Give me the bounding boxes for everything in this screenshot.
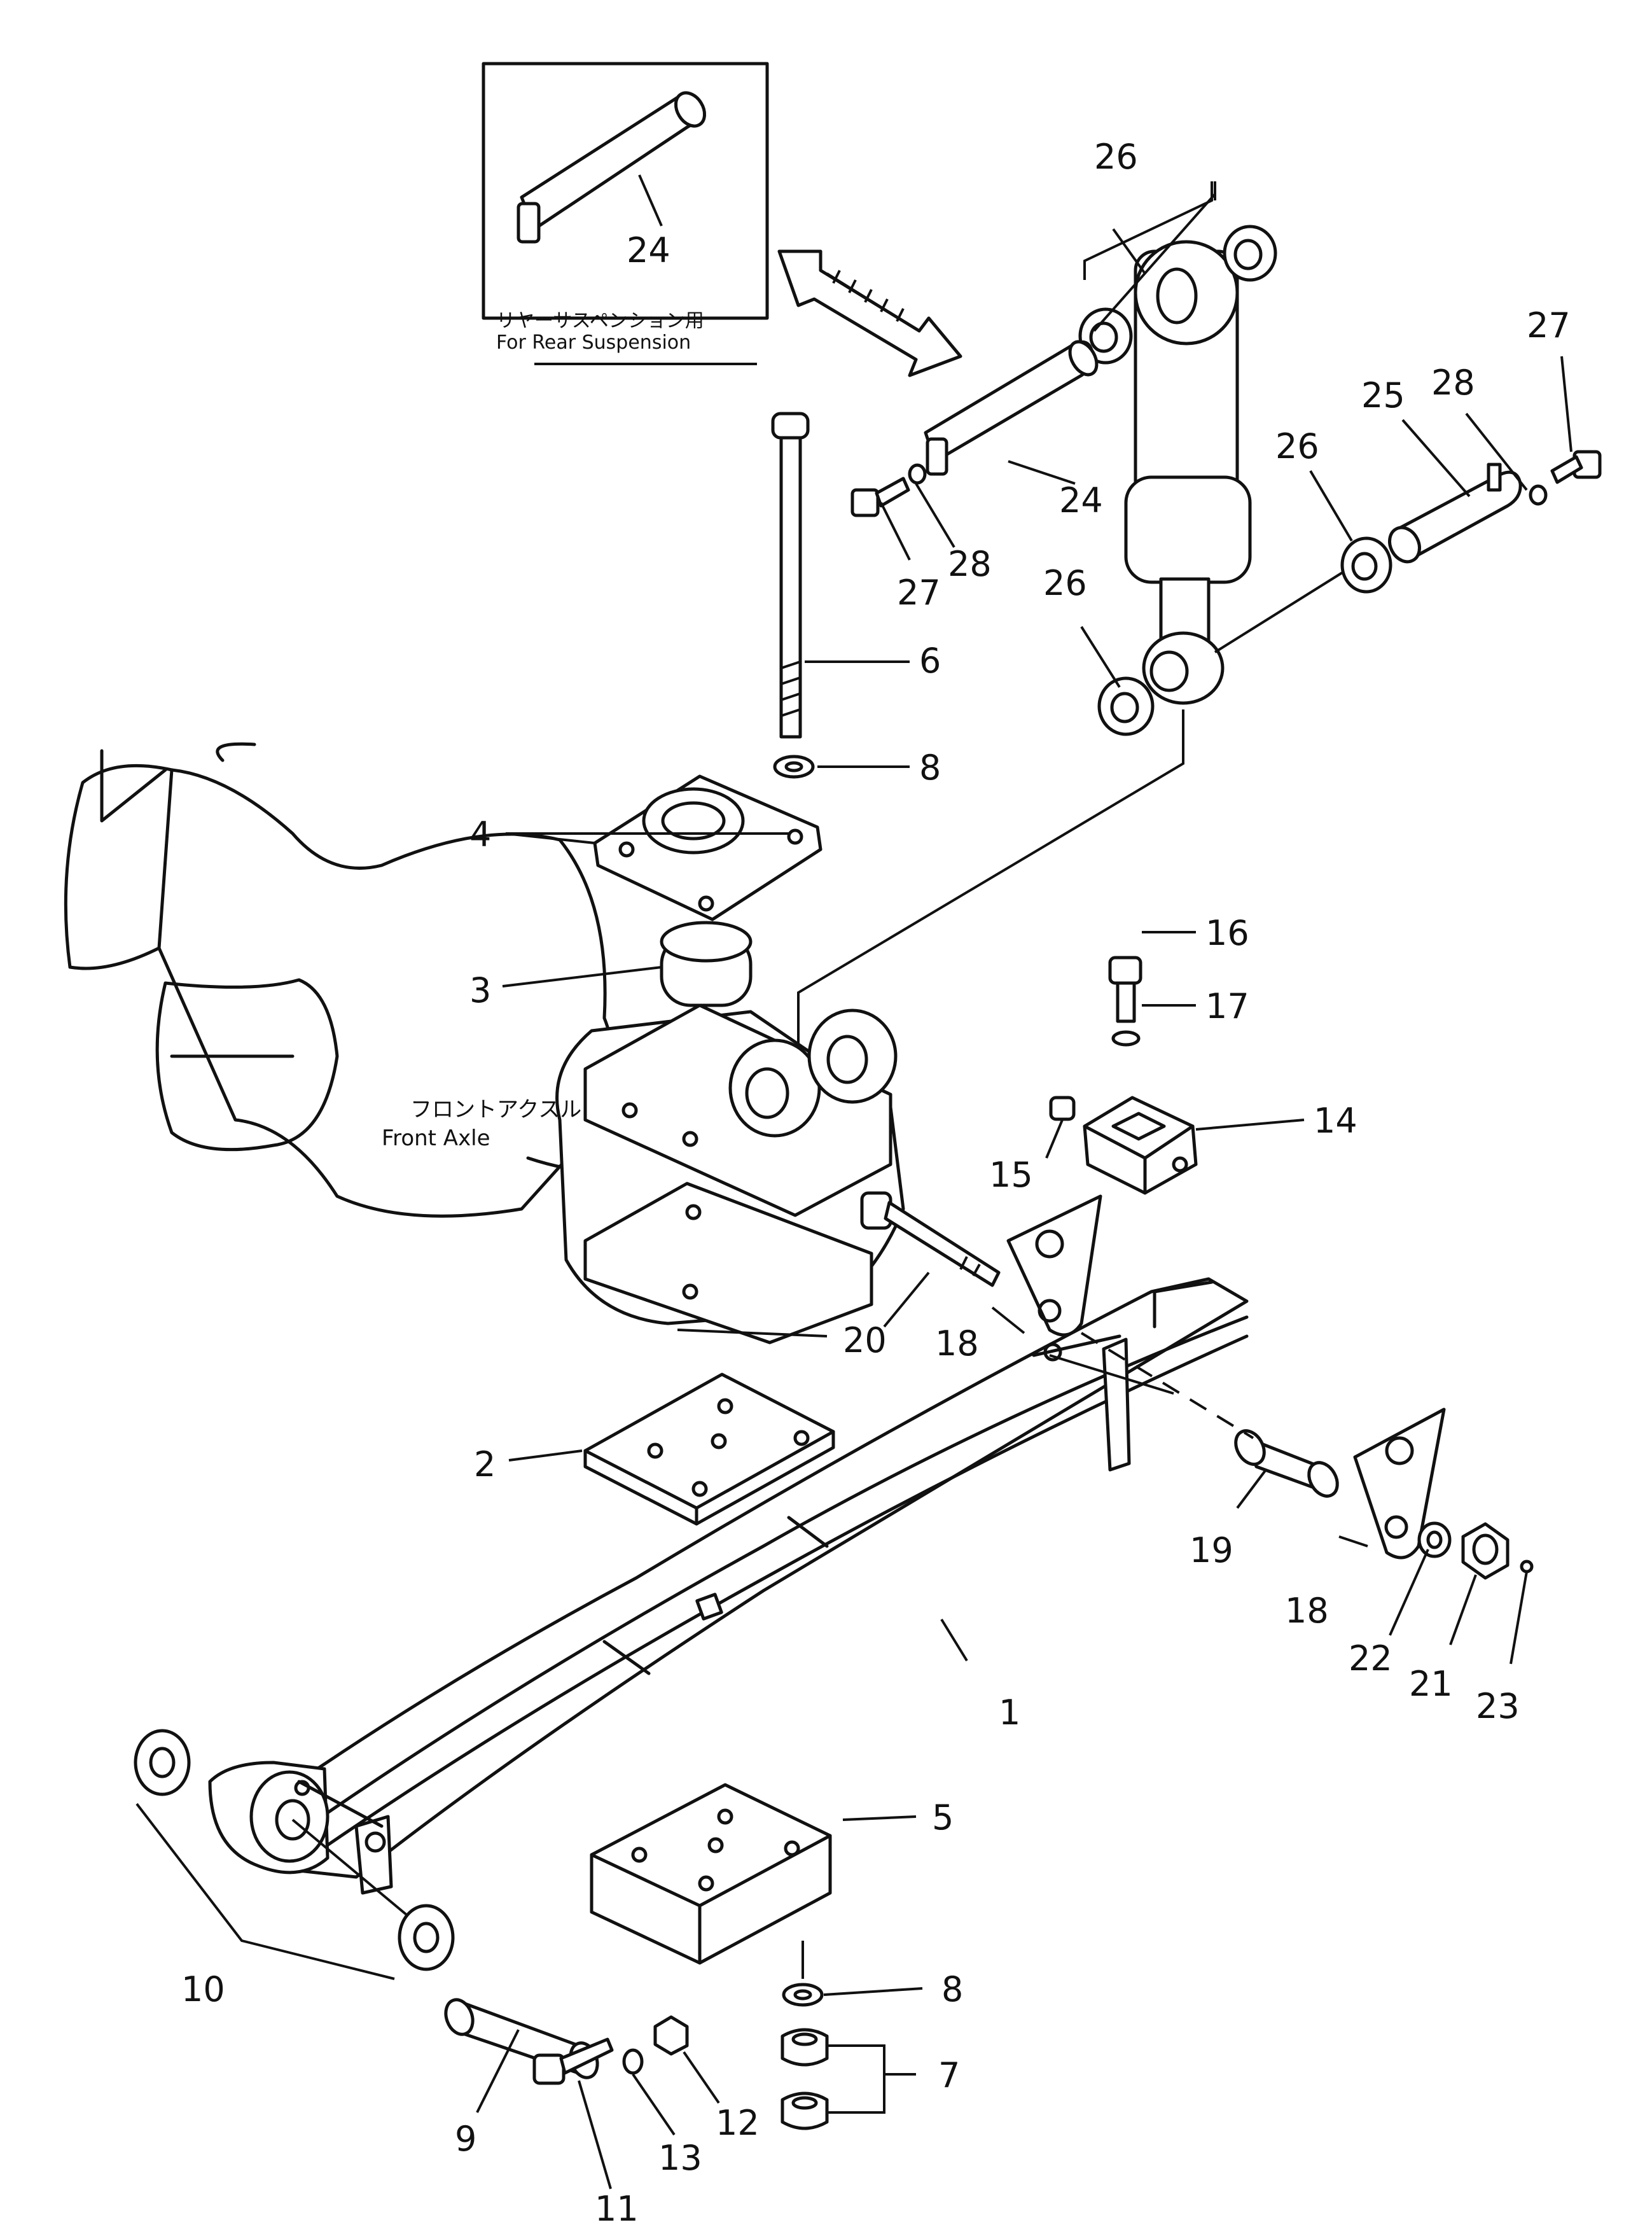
front-axle-housing: フロントアクスル Front Axle bbox=[64, 742, 905, 1344]
callout-27: 27 bbox=[1527, 305, 1571, 346]
bolt-16 bbox=[1108, 956, 1142, 1023]
nut-7-bottom bbox=[781, 2091, 829, 2130]
callout-18: 18 bbox=[1285, 1591, 1329, 1631]
pin-24 bbox=[924, 340, 1099, 476]
callout-18: 18 bbox=[935, 1323, 979, 1364]
bracket-plate-4 bbox=[593, 774, 823, 921]
pin-25 bbox=[1388, 463, 1522, 564]
washer-8-bottom bbox=[782, 1983, 824, 2007]
callout-11: 11 bbox=[595, 2189, 639, 2227]
bolt-27-right bbox=[1550, 450, 1602, 484]
callout-22: 22 bbox=[1349, 1638, 1392, 1679]
callout-21: 21 bbox=[1409, 1664, 1453, 1704]
callout-9: 9 bbox=[455, 2119, 476, 2159]
callout-12: 12 bbox=[716, 2103, 760, 2143]
clamp-block-14 bbox=[1083, 1096, 1198, 1195]
callout-7: 7 bbox=[938, 2055, 960, 2095]
leaf-spring-1 bbox=[278, 1277, 1254, 1879]
front-axle-label-en: Front Axle bbox=[382, 1126, 490, 1151]
callout-8: 8 bbox=[919, 748, 941, 788]
callout-5: 5 bbox=[932, 1798, 954, 1838]
callout-14: 14 bbox=[1314, 1101, 1357, 1141]
callout-17: 17 bbox=[1205, 986, 1249, 1026]
spring-eye bbox=[208, 1761, 393, 1895]
washer-28-left bbox=[908, 463, 927, 485]
washer-17 bbox=[1111, 1030, 1141, 1047]
plate-18-right bbox=[1353, 1407, 1446, 1560]
callout-6: 6 bbox=[919, 641, 941, 681]
callout-28: 28 bbox=[1431, 363, 1475, 403]
callout-25: 25 bbox=[1361, 375, 1405, 415]
leader-lines bbox=[476, 181, 1572, 2189]
callout-28: 28 bbox=[948, 544, 992, 584]
pin-19 bbox=[1234, 1429, 1339, 1498]
bumper-3 bbox=[660, 921, 753, 1007]
link-line-shock-mid bbox=[1214, 571, 1343, 653]
bolt-27-left bbox=[850, 477, 910, 517]
seat-plate-2 bbox=[583, 1372, 835, 1526]
callout-26: 26 bbox=[1275, 426, 1319, 466]
callout-15: 15 bbox=[989, 1155, 1033, 1195]
callout-numbers: 26 27 28 25 26 24 27 28 26 6 8 4 3 16 17… bbox=[181, 137, 1571, 2227]
bushing-26-low bbox=[1097, 676, 1155, 736]
washer-22 bbox=[1417, 1521, 1452, 1558]
callout-2: 2 bbox=[474, 1444, 496, 1484]
callout-16: 16 bbox=[1205, 913, 1249, 953]
bushing-26-top-right bbox=[1223, 225, 1277, 282]
bushing-10-bracket bbox=[135, 1803, 395, 1980]
bolt-11 bbox=[532, 2037, 614, 2085]
inset-rear-suspension: 24 リヤーサスペンション用 For Rear Suspension bbox=[482, 62, 769, 365]
bushing-10-right bbox=[398, 1904, 455, 1971]
u-bolt-6 bbox=[771, 412, 810, 739]
cotter-pin-23 bbox=[1520, 1560, 1534, 1574]
front-axle-label-jp: フロントアクスル bbox=[410, 1097, 581, 1122]
callout-26: 26 bbox=[1043, 563, 1087, 603]
callout-19: 19 bbox=[1190, 1530, 1233, 1570]
plate-18-left bbox=[1006, 1194, 1102, 1337]
callout-20: 20 bbox=[843, 1320, 887, 1360]
grease-fitting-15 bbox=[1049, 1096, 1076, 1121]
nut-12 bbox=[653, 2015, 689, 2056]
callout-27: 27 bbox=[897, 573, 941, 613]
callout-24: 24 bbox=[1059, 480, 1103, 520]
inset-part-number: 24 bbox=[627, 230, 670, 270]
callout-26: 26 bbox=[1094, 137, 1138, 177]
pin-9 bbox=[444, 1998, 599, 2079]
link-line-shock-top bbox=[1093, 193, 1216, 332]
shock-absorber bbox=[1124, 240, 1252, 705]
callout-3: 3 bbox=[469, 970, 491, 1010]
bushing-26-mid bbox=[1340, 536, 1392, 594]
seat-plate-5 bbox=[590, 1783, 832, 1965]
bushing-10-left bbox=[134, 1729, 191, 1796]
callout-4: 4 bbox=[469, 814, 491, 855]
washer-13 bbox=[622, 2048, 644, 2075]
callout-10: 10 bbox=[181, 1969, 225, 2009]
nut-7-top bbox=[781, 2028, 829, 2067]
callout-8: 8 bbox=[941, 1969, 963, 2009]
washer-28-right bbox=[1529, 484, 1548, 506]
callout-1: 1 bbox=[999, 1693, 1020, 1733]
double-arrow-icon bbox=[777, 249, 962, 377]
callout-13: 13 bbox=[658, 2138, 702, 2178]
inset-caption-en: For Rear Suspension bbox=[496, 332, 691, 354]
nut-21 bbox=[1461, 1522, 1510, 1580]
washer-8-top bbox=[773, 755, 815, 779]
bolt-20 bbox=[860, 1191, 1001, 1287]
inset-pin-24 bbox=[517, 91, 707, 244]
callout-23: 23 bbox=[1476, 1686, 1520, 1726]
inset-caption-jp: リヤーサスペンション用 bbox=[496, 310, 704, 332]
